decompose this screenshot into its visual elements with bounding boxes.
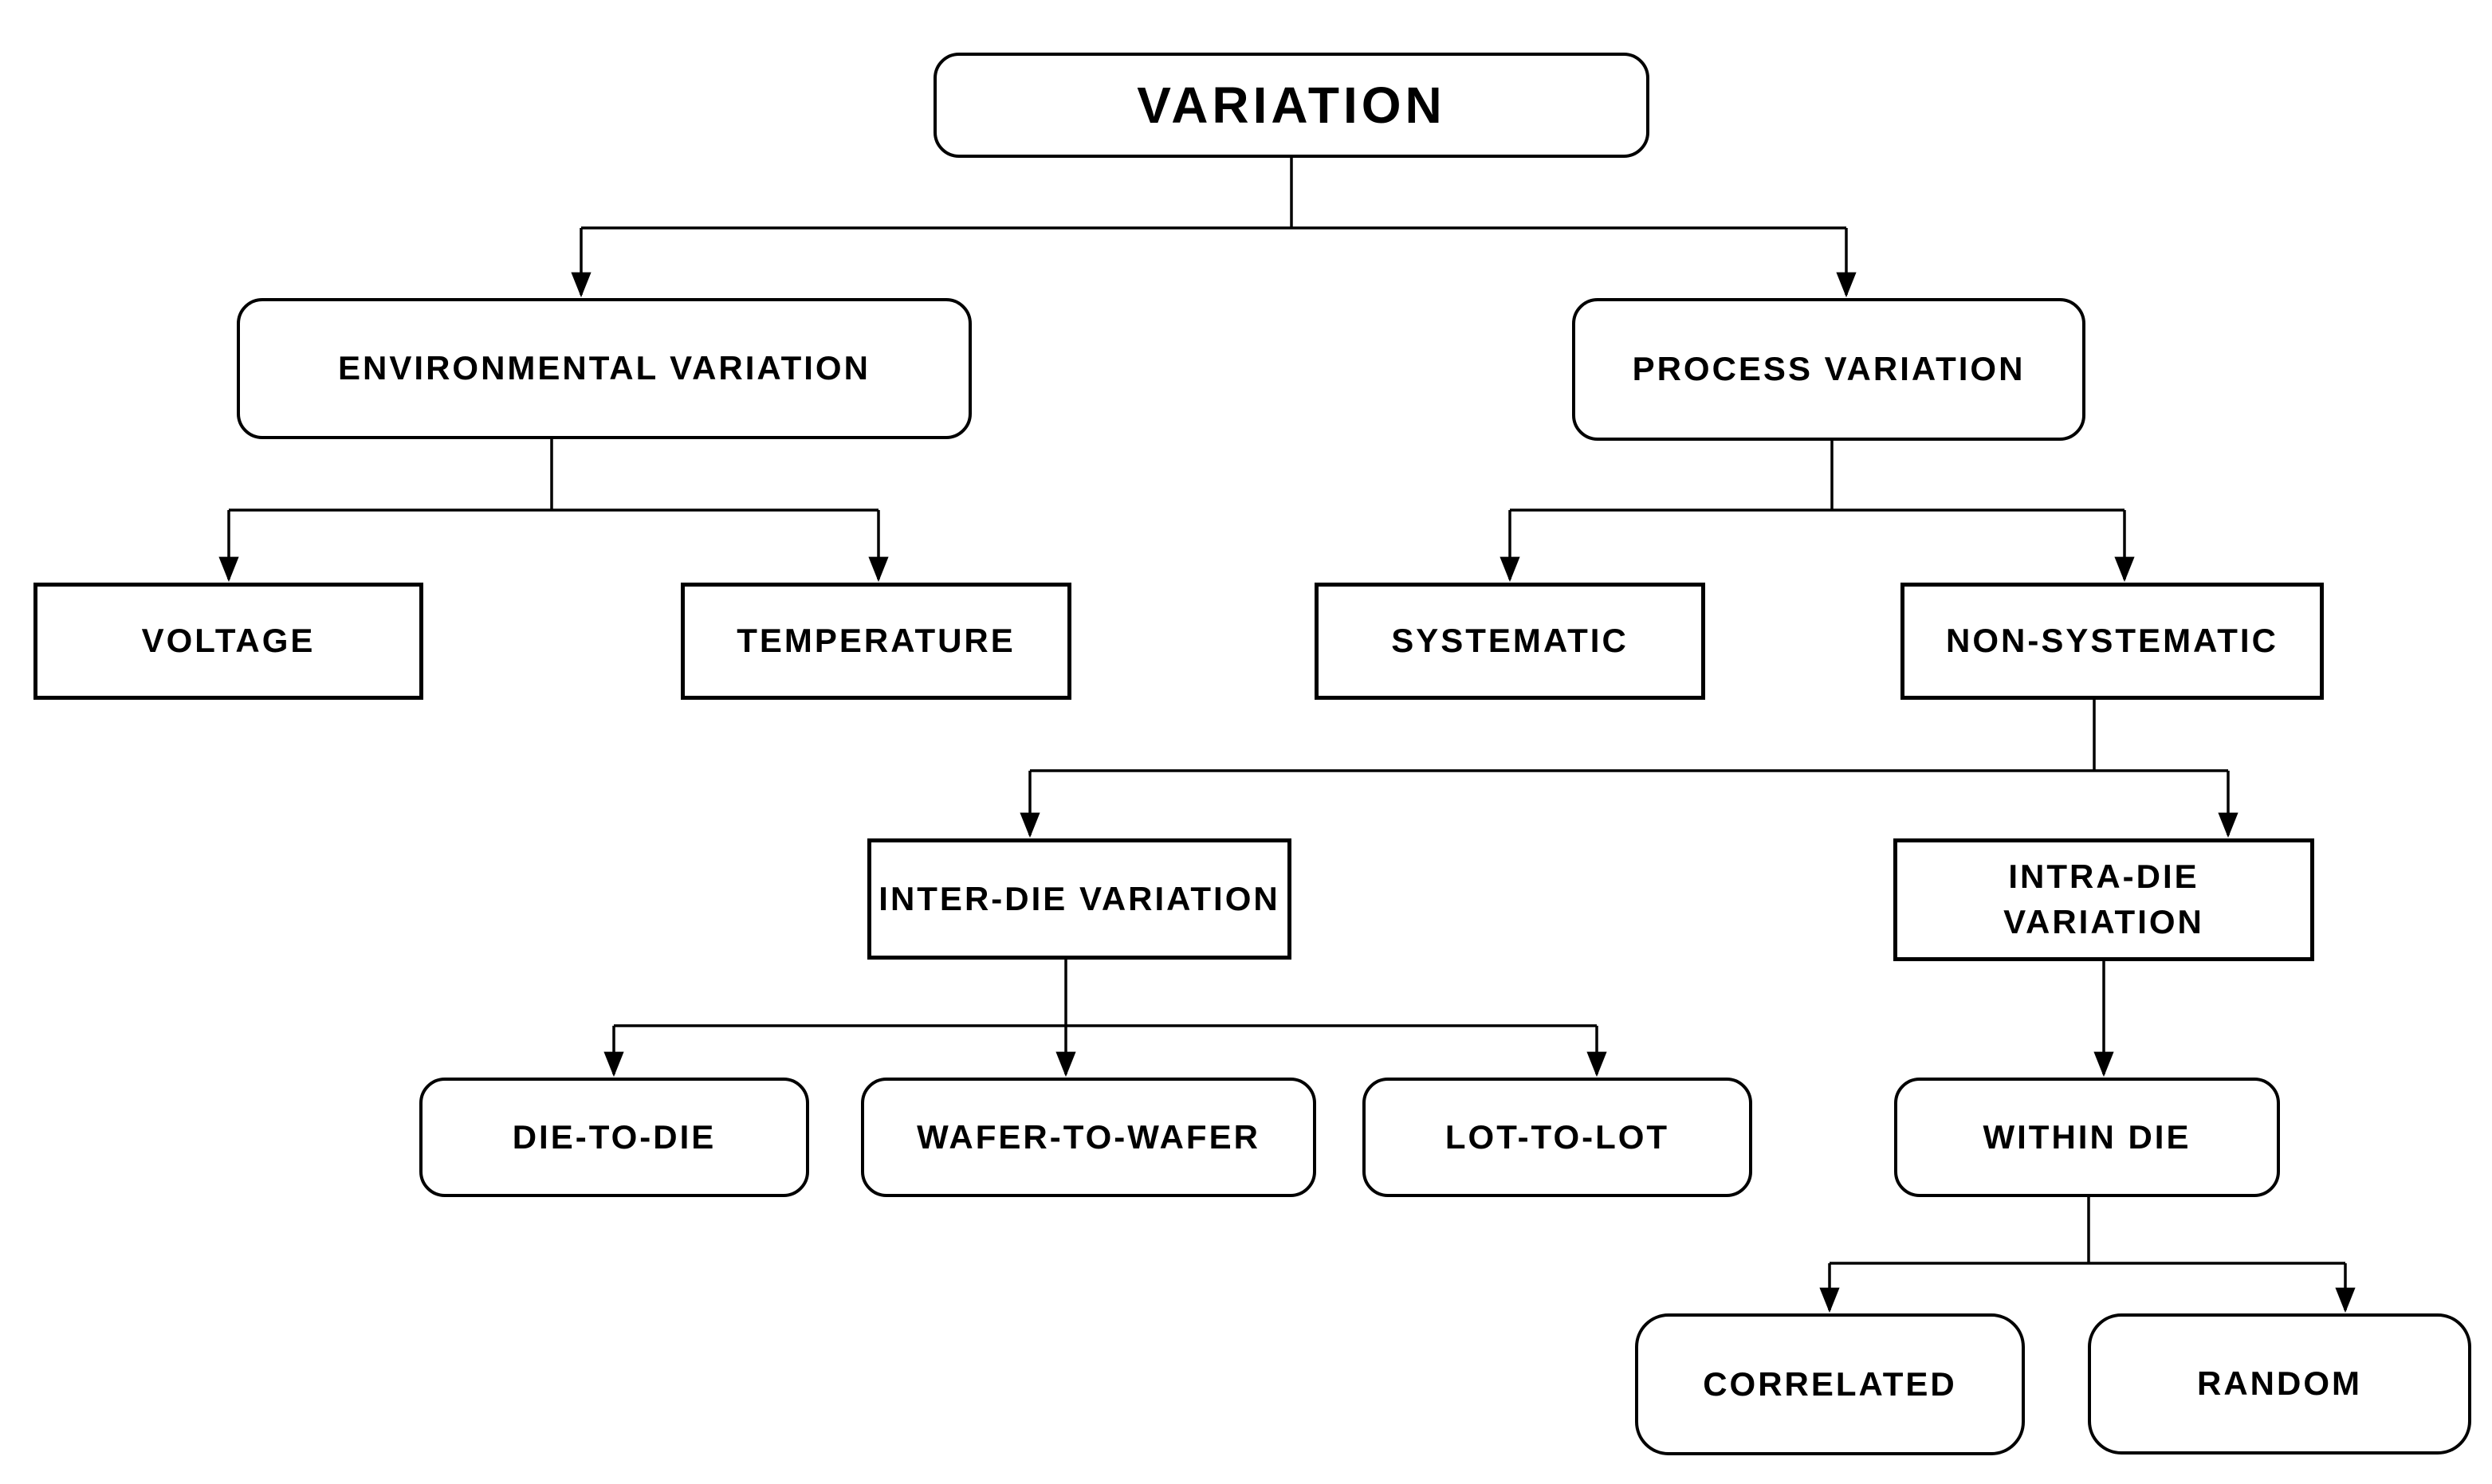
edge-trunk-inter-die [614, 960, 1597, 1027]
node-temperature: TEMPERATURE [681, 583, 1071, 700]
edge-trunk-within-die [1830, 1197, 2345, 1265]
node-intra-die-variation: INTRA-DIE VARIATION [1893, 838, 2314, 961]
node-inter-die-variation: INTER-DIE VARIATION [867, 838, 1291, 960]
edge-trunk-environmental [229, 439, 878, 512]
node-process-variation-label: PROCESS VARIATION [1632, 350, 2026, 388]
node-lot-to-lot: LOT-TO-LOT [1362, 1078, 1752, 1197]
node-correlated: CORRELATED [1635, 1313, 2025, 1455]
node-variation-label: VARIATION [1137, 76, 1446, 134]
node-environmental-variation-label: ENVIRONMENTAL VARIATION [338, 349, 871, 387]
node-systematic-label: SYSTEMATIC [1391, 622, 1629, 660]
edge-trunk-process [1510, 441, 2124, 512]
node-voltage-label: VOLTAGE [141, 622, 316, 660]
node-within-die-label: WITHIN DIE [1983, 1117, 2191, 1156]
node-inter-die-variation-label: INTER-DIE VARIATION [878, 879, 1280, 917]
node-systematic: SYSTEMATIC [1315, 583, 1705, 700]
node-non-systematic-label: NON-SYSTEMATIC [1946, 622, 2278, 660]
node-wafer-to-wafer-label: WAFER-TO-WAFER [917, 1117, 1260, 1156]
node-process-variation: PROCESS VARIATION [1572, 298, 2085, 441]
node-correlated-label: CORRELATED [1703, 1364, 1957, 1403]
edge-trunk-variation [581, 158, 1846, 230]
node-variation: VARIATION [934, 53, 1649, 158]
node-within-die: WITHIN DIE [1894, 1078, 2280, 1197]
edge-trunk-non-systematic [1030, 700, 2228, 772]
node-random: RANDOM [2088, 1313, 2471, 1455]
node-voltage: VOLTAGE [33, 583, 423, 700]
node-intra-die-variation-label: INTRA-DIE VARIATION [2003, 858, 2204, 940]
node-non-systematic: NON-SYSTEMATIC [1900, 583, 2324, 700]
node-random-label: RANDOM [2197, 1364, 2362, 1403]
node-die-to-die-label: DIE-TO-DIE [512, 1117, 717, 1156]
node-temperature-label: TEMPERATURE [737, 622, 1016, 660]
node-lot-to-lot-label: LOT-TO-LOT [1444, 1117, 1670, 1156]
node-die-to-die: DIE-TO-DIE [419, 1078, 809, 1197]
node-environmental-variation: ENVIRONMENTAL VARIATION [237, 298, 972, 439]
node-wafer-to-wafer: WAFER-TO-WAFER [861, 1078, 1316, 1197]
